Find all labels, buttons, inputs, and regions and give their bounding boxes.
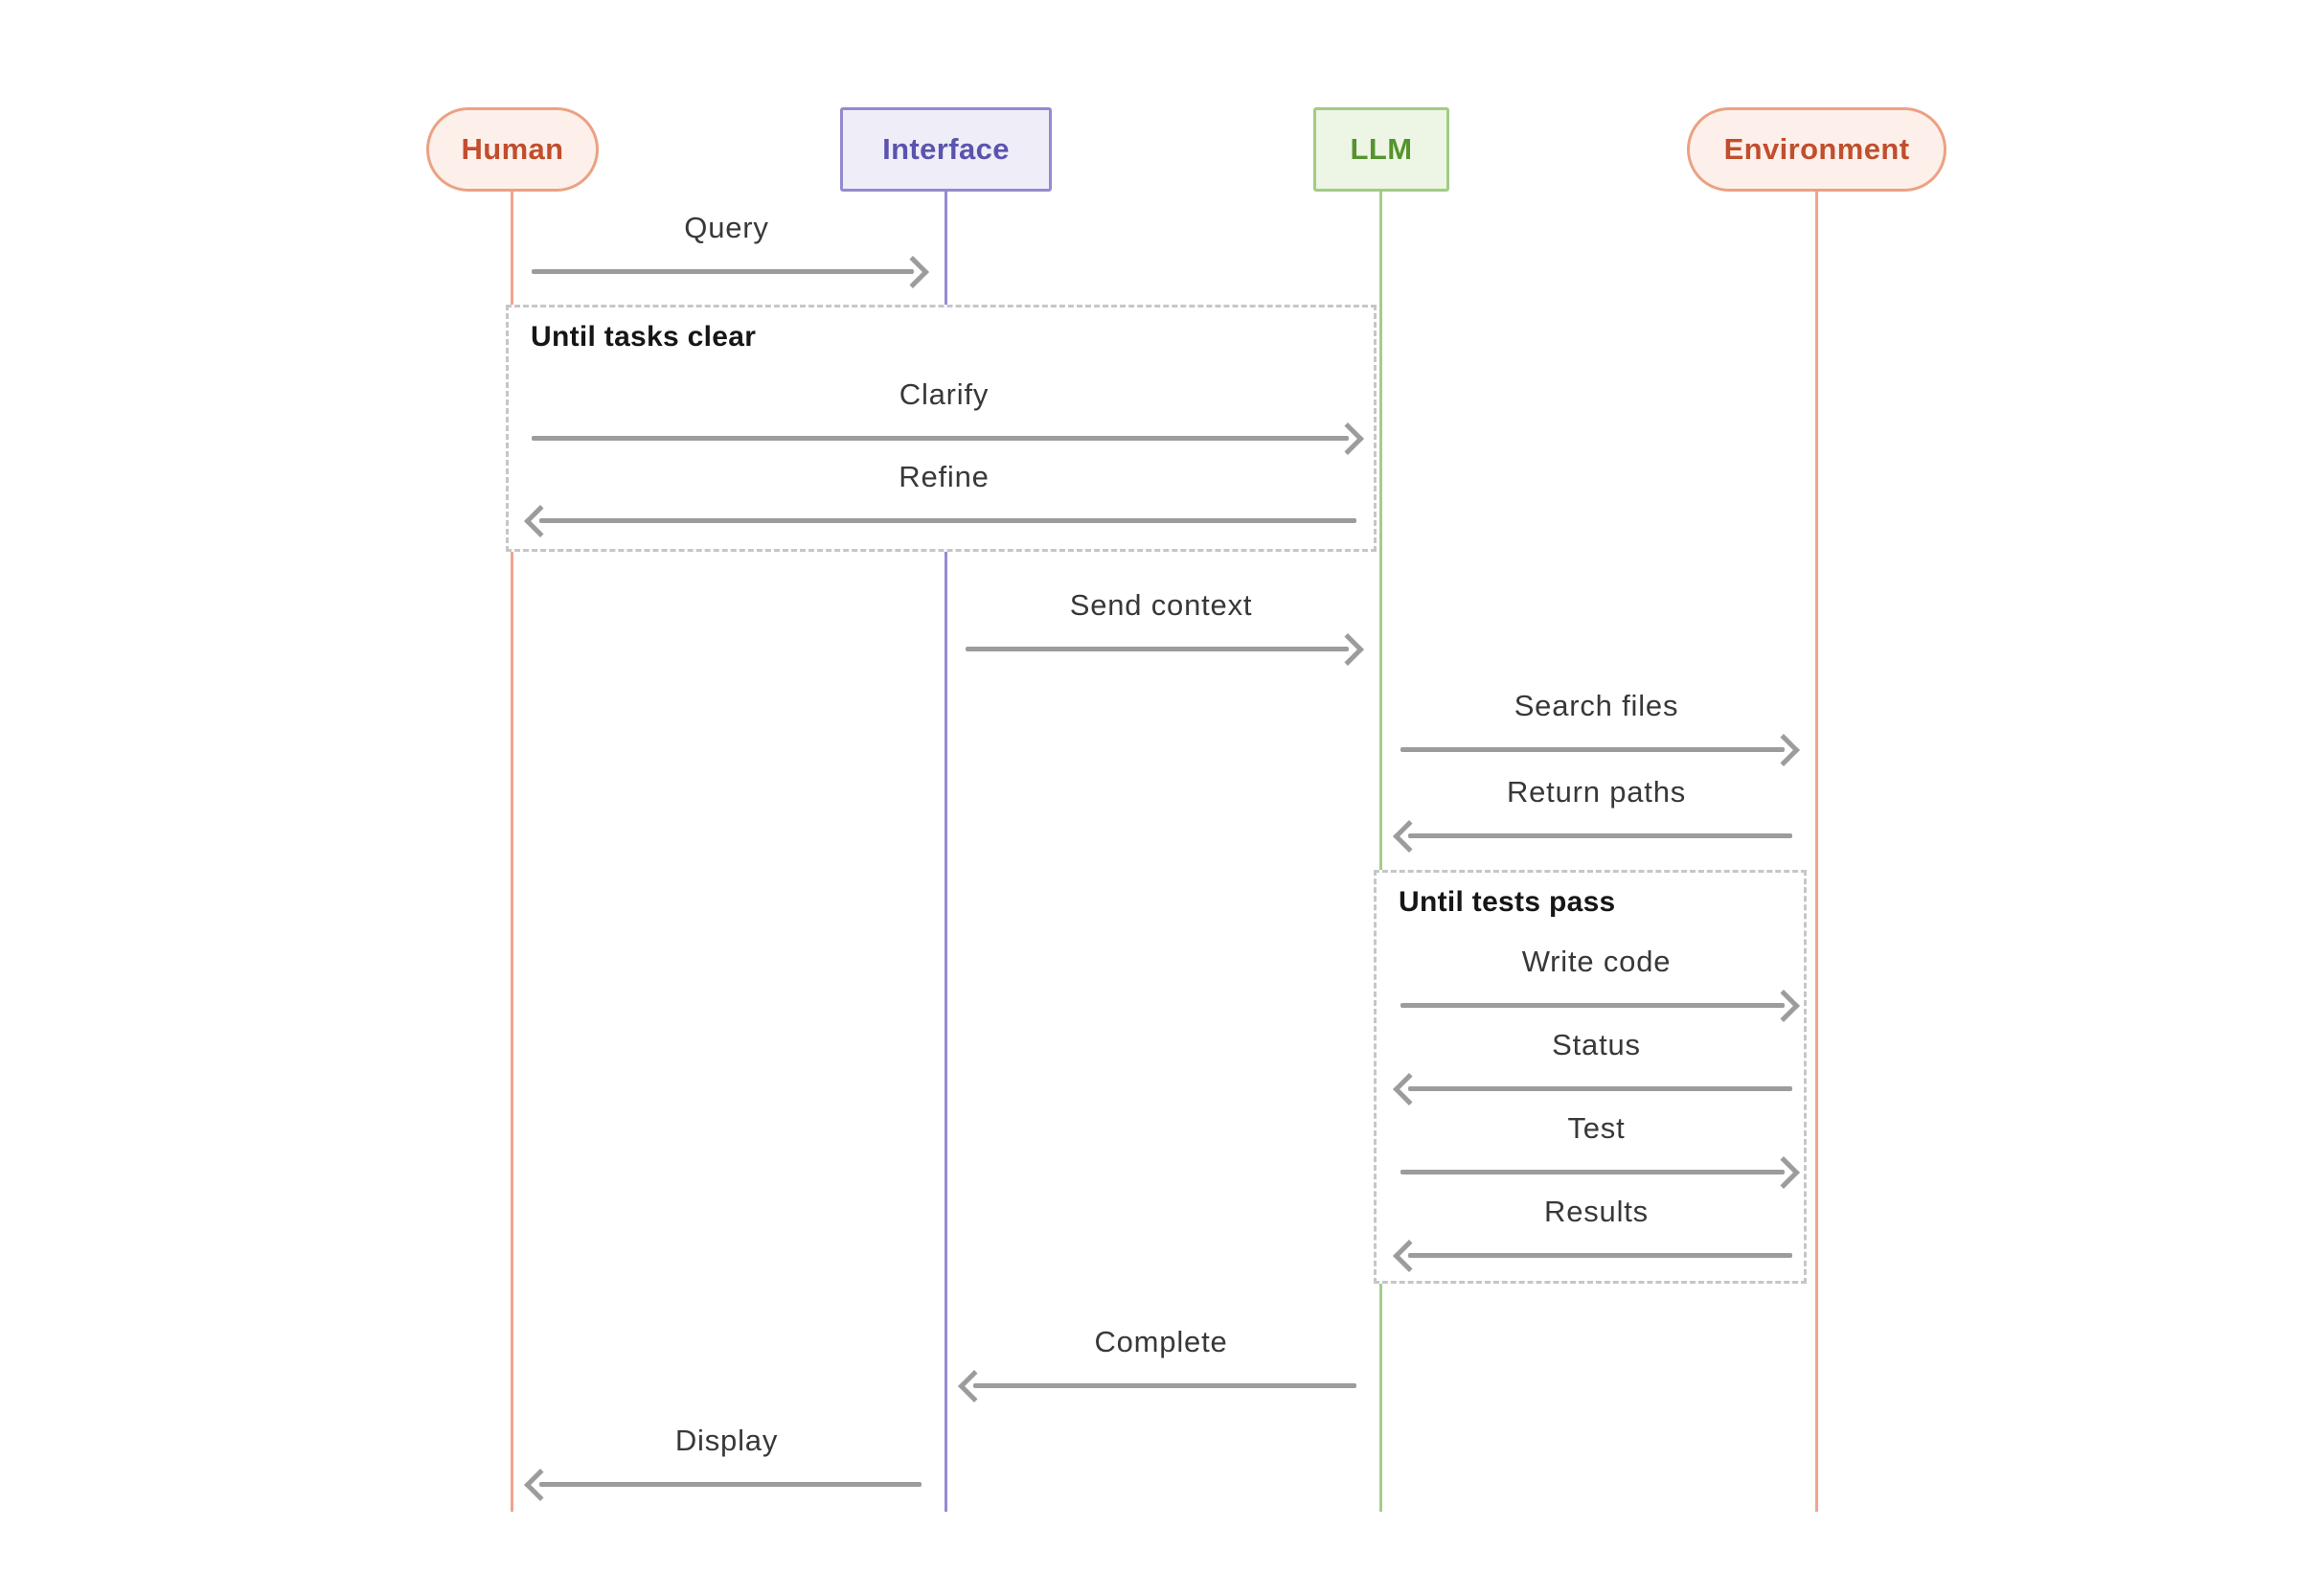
message-label: Clarify (899, 377, 990, 411)
arrow-shaft (1400, 747, 1785, 752)
arrow-shaft (973, 1383, 1356, 1388)
arrow-right-icon (1400, 1155, 1800, 1189)
loop-title: Until tasks clear (531, 321, 757, 353)
environment-lifeline (1815, 191, 1818, 1512)
message-test: Test (1400, 1109, 1800, 1189)
message-status: Status (1393, 1026, 1792, 1106)
arrowhead-icon (524, 1468, 557, 1501)
arrowhead-icon (1767, 733, 1800, 766)
message-complete: Complete (958, 1323, 1356, 1402)
arrow-right-icon (532, 255, 929, 288)
arrow-right-icon (966, 632, 1364, 666)
arrow-shaft (1408, 1086, 1792, 1091)
message-display: Display (524, 1422, 922, 1501)
arrow-left-icon (1393, 1072, 1792, 1106)
actor-label: Interface (882, 132, 1010, 166)
actor-human: Human (426, 107, 599, 192)
actor-llm: LLM (1313, 107, 1449, 192)
message-send-context: Send context (966, 586, 1364, 666)
message-label: Return paths (1506, 775, 1687, 809)
arrow-shaft (966, 647, 1349, 651)
loop-title: Until tests pass (1399, 886, 1616, 918)
arrow-shaft (532, 436, 1349, 441)
actor-label: LLM (1350, 132, 1413, 166)
arrow-shaft (1400, 1003, 1785, 1008)
arrow-shaft (532, 269, 914, 274)
arrow-left-icon (524, 1468, 922, 1501)
arrow-shaft (1408, 833, 1792, 838)
message-label: Test (1567, 1111, 1626, 1145)
actor-label: Environment (1723, 132, 1910, 166)
interface-lifeline (945, 191, 947, 1512)
arrow-right-icon (1400, 733, 1800, 766)
llm-lifeline (1379, 191, 1382, 1512)
arrow-right-icon (532, 422, 1364, 455)
message-query: Query (532, 209, 929, 288)
arrowhead-icon (897, 255, 929, 288)
arrow-left-icon (524, 504, 1356, 537)
arrowhead-icon (1393, 819, 1425, 853)
message-label: Results (1544, 1195, 1649, 1228)
actor-environment: Environment (1687, 107, 1946, 192)
arrow-right-icon (1400, 989, 1800, 1022)
message-label: Display (674, 1424, 779, 1457)
arrow-shaft (1400, 1170, 1785, 1174)
arrow-shaft (1408, 1253, 1792, 1258)
message-return-paths: Return paths (1393, 773, 1792, 853)
message-clarify: Clarify (532, 376, 1364, 455)
arrow-left-icon (1393, 819, 1792, 853)
message-label: Query (684, 211, 769, 244)
message-label: Status (1552, 1028, 1641, 1061)
actor-label: Human (461, 132, 564, 166)
message-label: Search files (1514, 689, 1679, 722)
message-write-code: Write code (1400, 943, 1800, 1022)
arrow-left-icon (958, 1369, 1356, 1402)
message-results: Results (1393, 1193, 1792, 1272)
message-search-files: Search files (1400, 687, 1800, 766)
message-label: Write code (1521, 945, 1672, 978)
loop-frame-until-tasks-clear: Until tasks clear (506, 305, 1377, 552)
arrow-shaft (539, 518, 1356, 523)
arrow-shaft (539, 1482, 922, 1487)
message-label: Complete (1094, 1325, 1228, 1358)
message-label: Send context (1069, 588, 1253, 622)
actor-interface: Interface (840, 107, 1052, 192)
message-label: Refine (899, 460, 990, 493)
arrowhead-icon (1332, 632, 1364, 666)
loop-frame-until-tests-pass: Until tests pass (1374, 870, 1807, 1284)
message-refine: Refine (524, 458, 1356, 537)
arrow-left-icon (1393, 1239, 1792, 1272)
arrowhead-icon (958, 1369, 990, 1402)
human-lifeline (511, 191, 513, 1512)
